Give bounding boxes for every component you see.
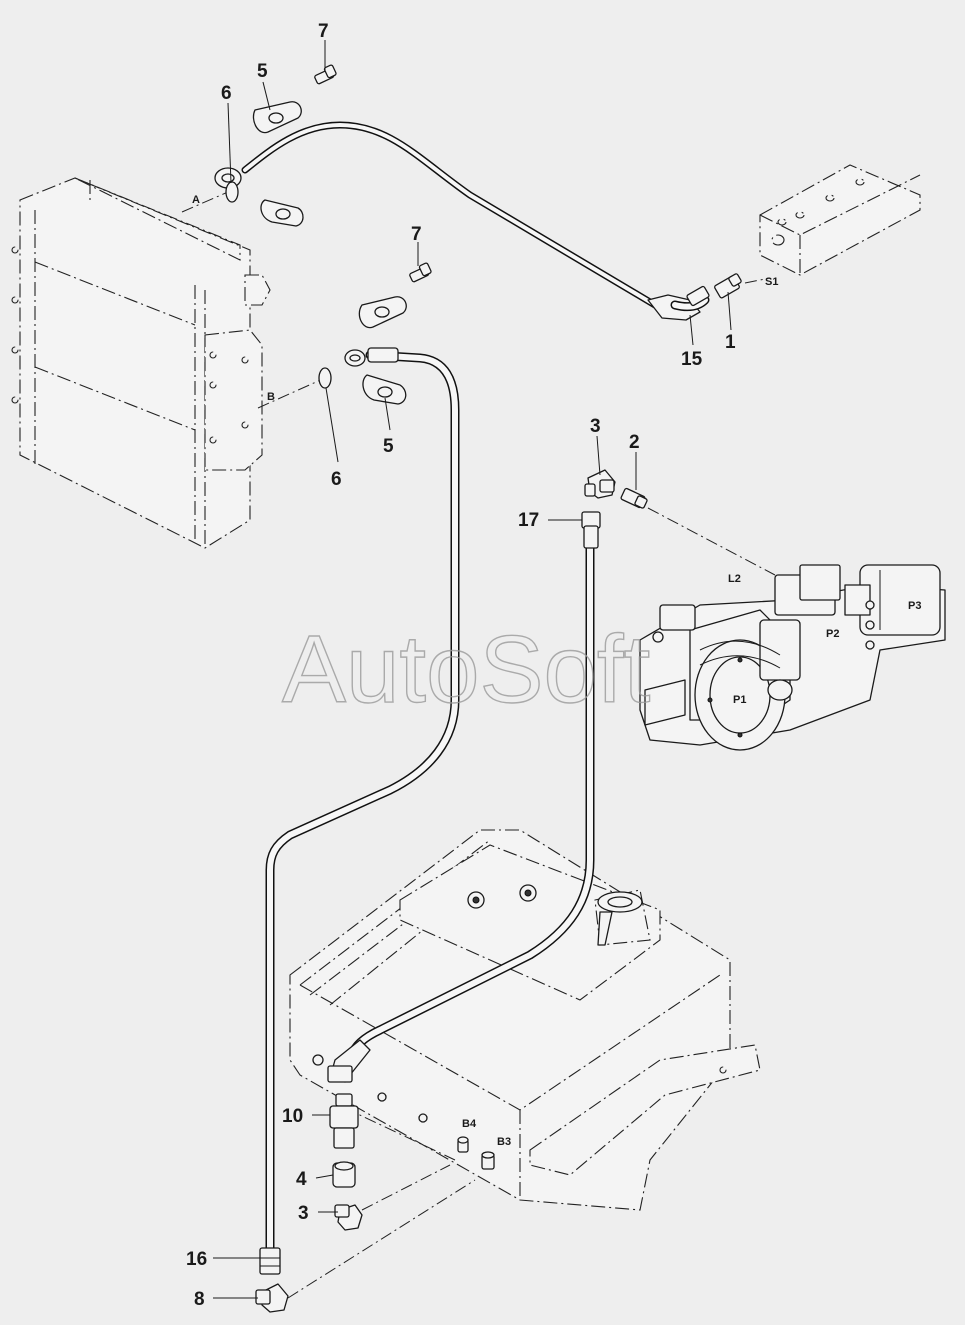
flange-5-mid bbox=[358, 296, 407, 405]
part-label-7-top: 7 bbox=[318, 21, 329, 42]
nut-4 bbox=[332, 1161, 356, 1188]
hydraulic-tank bbox=[289, 829, 761, 1211]
port-label-p2: P2 bbox=[826, 628, 839, 640]
flange-5-top bbox=[252, 101, 304, 227]
elbow-8 bbox=[255, 1283, 289, 1313]
adapter-2 bbox=[620, 487, 648, 509]
port-label-a: A bbox=[192, 194, 200, 206]
part-label-5-top: 5 bbox=[257, 61, 268, 82]
part-label-16: 16 bbox=[186, 1249, 207, 1270]
part-label-17: 17 bbox=[518, 510, 539, 531]
bolt-7-top bbox=[314, 64, 337, 85]
part-label-3-bottom: 3 bbox=[298, 1203, 309, 1224]
part-label-15: 15 bbox=[681, 349, 703, 370]
adapter-1 bbox=[714, 273, 742, 299]
watermark: AutoSoft bbox=[282, 616, 650, 723]
small-parts bbox=[225, 64, 742, 1313]
part-label-6-mid: 6 bbox=[331, 469, 342, 490]
port-label-b4: B4 bbox=[462, 1118, 477, 1130]
part-label-8: 8 bbox=[194, 1289, 205, 1310]
pipe-15 bbox=[214, 121, 710, 321]
port-label-b3: B3 bbox=[497, 1136, 511, 1148]
part-label-7-mid: 7 bbox=[411, 224, 422, 245]
fitting-b3 bbox=[481, 1151, 495, 1170]
elbow-3-top bbox=[584, 469, 616, 499]
part-label-5-mid: 5 bbox=[383, 436, 394, 457]
distribution-block bbox=[759, 164, 921, 276]
oil-cooler bbox=[11, 177, 271, 549]
part-label-4: 4 bbox=[296, 1169, 307, 1190]
port-label-s1: S1 bbox=[765, 276, 778, 288]
part-label-10: 10 bbox=[282, 1106, 303, 1127]
hydraulic-pump-assembly bbox=[639, 564, 946, 751]
port-label-b: B bbox=[267, 391, 275, 403]
part-number-labels: 7 5 6 7 1 15 3 2 5 6 17 10 4 3 16 8 bbox=[186, 21, 736, 1310]
hose-17 bbox=[327, 511, 601, 1083]
check-valve-10 bbox=[329, 1093, 359, 1149]
part-label-6-top: 6 bbox=[221, 83, 232, 104]
port-label-p1: P1 bbox=[733, 694, 746, 706]
port-label-l2: L2 bbox=[728, 573, 741, 585]
port-label-p3: P3 bbox=[908, 600, 921, 612]
part-label-1: 1 bbox=[725, 332, 736, 353]
hose-16 bbox=[259, 347, 460, 1275]
o-ring-6-top bbox=[225, 181, 239, 203]
o-ring-6-mid bbox=[318, 367, 332, 389]
fitting-b4 bbox=[457, 1136, 469, 1153]
part-label-3-top: 3 bbox=[590, 416, 601, 437]
elbow-3-bottom bbox=[334, 1204, 363, 1231]
leader-lines bbox=[181, 191, 776, 1299]
bolt-7-mid bbox=[409, 262, 432, 283]
part-label-2: 2 bbox=[629, 432, 640, 453]
port-labels: A B S1 L2 P1 P2 P3 B4 B3 bbox=[192, 194, 921, 1148]
